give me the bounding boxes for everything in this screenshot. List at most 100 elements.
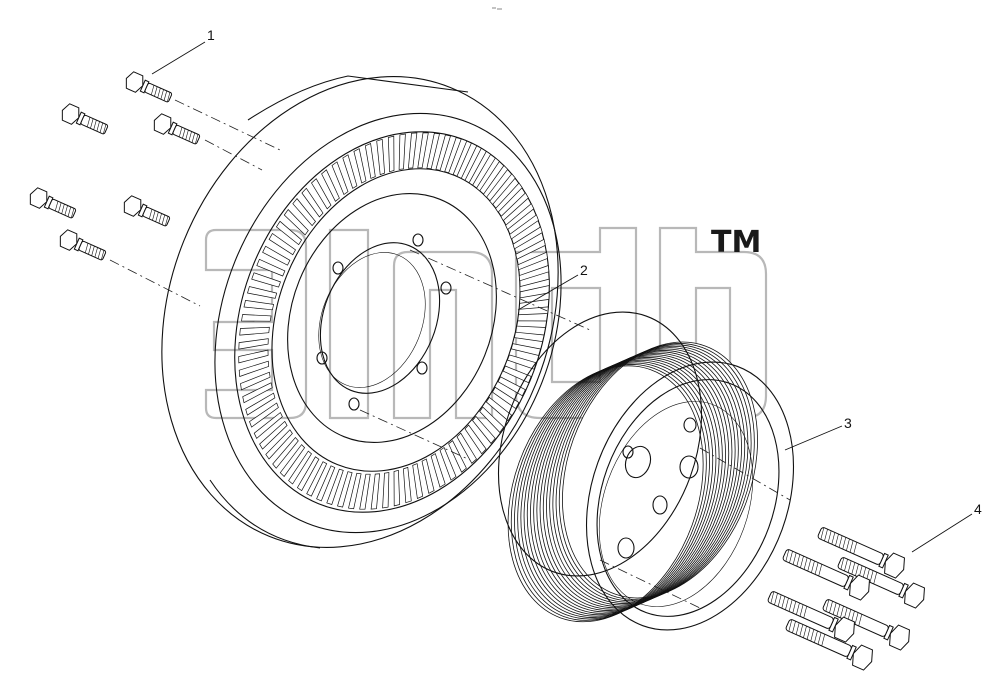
flywheel-tooth [353,148,367,184]
flywheel-tooth [472,415,496,444]
callout-1: 1 [151,27,215,75]
pulley-rib [539,351,736,609]
flywheel-tooth [288,450,312,485]
pulley-rib [523,358,720,616]
flywheel-tooth [268,232,296,256]
flywheel-tooth [430,453,446,488]
pulley-rib [507,365,704,623]
flywheel-tooth [513,331,545,342]
flywheel-tooth [326,468,344,505]
flywheel-tooth [370,473,380,510]
pulley-rib [517,361,714,618]
pulley-rib [533,354,730,611]
callout-1-label: 1 [207,27,215,43]
flywheel-tooth [259,420,288,450]
flywheel-tooth [247,286,278,299]
flywheel-tooth [337,471,353,508]
flywheel-tooth [387,135,395,173]
pulley-rib [536,352,733,610]
flywheel-tooth [426,132,440,170]
flywheel-tooth [398,133,406,170]
flywheel-tooth [376,138,385,176]
callout-4: 4 [911,501,982,553]
flywheel-bolt-holes [316,233,452,411]
flywheel-tooth [412,463,424,500]
flywheel-tooth [518,265,550,282]
flywheel-tooth [515,238,546,260]
long-hex-bolt [837,557,925,609]
flywheel-tooth [417,132,429,169]
flywheel-tooth [321,169,340,202]
pulley-rib [514,362,710,620]
flywheel-tooth [239,326,270,336]
flywheel-tooth [249,402,279,428]
flywheel-tooth [507,354,537,370]
long-bolt-group [767,527,925,671]
flywheel-tooth [495,182,523,213]
flywheel-tooth [311,178,332,210]
pulley-rib [546,348,742,606]
pulley-rib [549,347,746,604]
flywheel-tooth [359,473,371,510]
flywheel-tooth [519,278,550,293]
hex-head-bolt [29,187,77,219]
flywheel-tooth [275,220,303,246]
flywheel-tooth [342,154,358,189]
flywheel-tooth [482,164,509,198]
hex-head-bolt [125,71,173,103]
flywheel-tooth [316,465,336,502]
flywheel-tooth [439,446,457,481]
flywheel-tooth [516,320,547,328]
flywheel-tooth [464,424,487,455]
hex-head-bolt [59,229,107,261]
flywheel-tooth [238,338,269,350]
long-hex-bolt [782,549,870,601]
flywheel-tooth [476,157,500,192]
flywheel-tooth [245,392,276,416]
flywheel-tooth [435,134,451,171]
callout-2-label: 2 [580,262,588,278]
long-hex-bolt [817,527,905,579]
pulley-rib [510,364,707,621]
flywheel-tooth [240,371,271,391]
flywheel-tooth [306,461,328,497]
flywheel-tooth [519,292,550,304]
flywheel-tooth [283,209,309,236]
flywheel-tooth [301,187,324,218]
flywheel-tooth [500,192,529,222]
pulley-rib [555,344,752,602]
flywheel-tooth [241,314,272,322]
flywheel-tooth [242,382,273,404]
flywheel-tooth [518,306,549,316]
assembly-centerlines [109,99,791,609]
pulley-back-flange [497,311,703,577]
flywheel-tooth [489,173,516,206]
flywheel-tooth [265,429,293,460]
pulley-rib [542,350,739,607]
flywheel-tooth [348,472,362,510]
flywheel-tooth [408,132,418,169]
pulley-rib [558,343,755,600]
flywheel-tooth [331,161,349,196]
callout-3: 3 [784,415,852,451]
flywheel-tooth [512,226,543,250]
callout-4-label: 4 [974,501,982,517]
flywheel-tooth [485,396,513,422]
ribbed-pulley [497,311,795,631]
flywheel-tooth [238,349,269,364]
flywheel-ring [161,75,562,549]
flywheel-tooth [393,469,401,507]
flywheel-tooth [279,444,306,478]
flywheel-tooth [448,440,467,473]
flywheel-tooth [479,406,505,433]
pulley-rib [520,359,717,617]
pulley-rib [526,357,723,614]
flywheel-tooth [238,360,270,377]
flywheel-tooth [403,466,412,504]
flywheel-tooth [509,214,539,240]
watermark-logo: TM [204,225,768,420]
long-hex-bolt [767,591,855,643]
pulley-ribs [497,311,758,623]
hex-head-bolt [153,113,201,145]
hex-head-bolt [61,103,109,135]
